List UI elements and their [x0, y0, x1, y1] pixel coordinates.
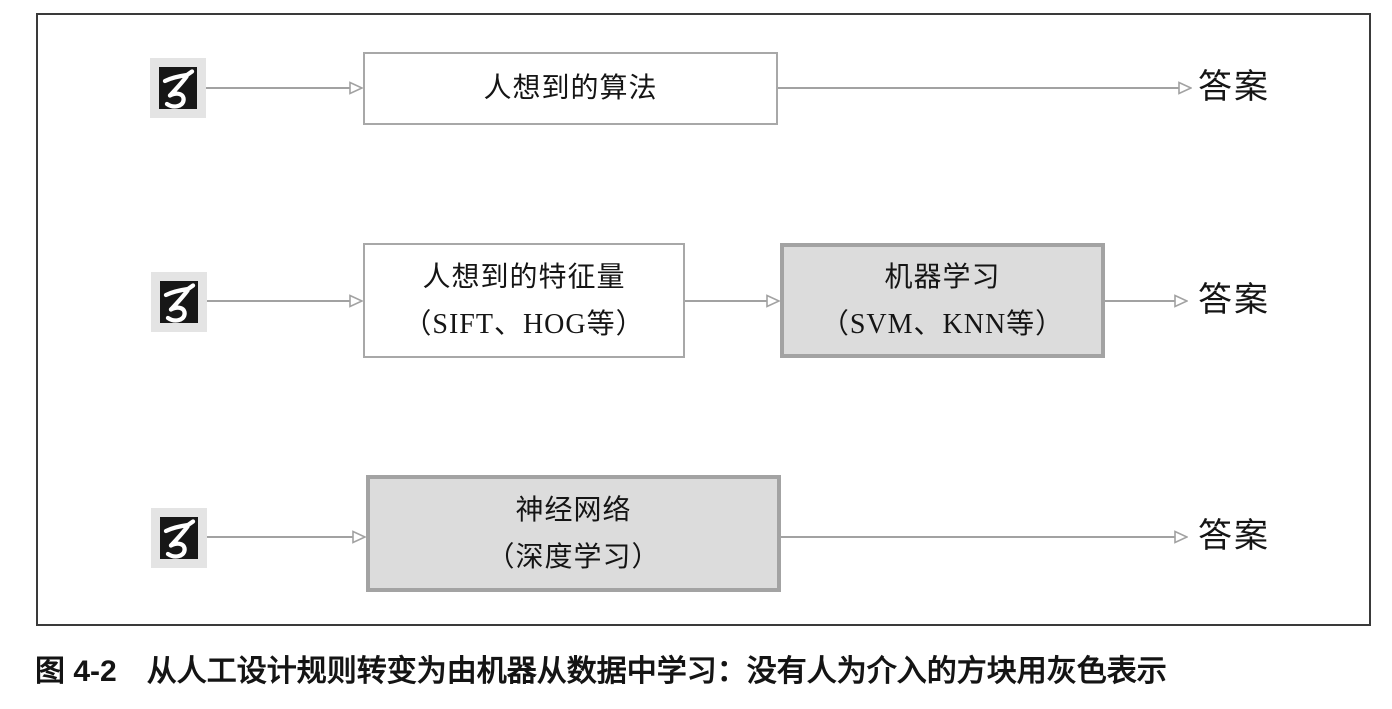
- node-sublabel: （SIFT、HOG等）: [403, 308, 645, 340]
- node-label: 机器学习: [884, 261, 1001, 293]
- handwritten-5-icon: [163, 283, 196, 323]
- answer-label: 答案: [1198, 282, 1270, 319]
- node-label: 人想到的算法: [483, 73, 658, 104]
- digit-image-background: [160, 281, 198, 323]
- flow-arrow: [207, 530, 366, 544]
- digit-image-background: [160, 517, 198, 559]
- figure-number: 图 4-2: [35, 655, 117, 688]
- node-machine-learning: 机器学习 （SVM、KNN等）: [780, 243, 1105, 358]
- node-neural-network: 神经网络 （深度学习）: [366, 475, 781, 592]
- node-label: 人想到的特征量: [422, 261, 626, 293]
- mnist-digit-tile: [150, 58, 206, 118]
- mnist-digit-tile: [151, 508, 207, 568]
- digit-image-background: [159, 67, 197, 109]
- flow-arrow: [206, 81, 363, 95]
- handwritten-5-icon: [162, 69, 195, 109]
- flow-arrow: [781, 530, 1188, 544]
- flow-arrow: [207, 294, 363, 308]
- node-label: 神经网络: [515, 494, 632, 526]
- figure-caption-text: 从人工设计规则转变为由机器从数据中学习：没有人为介入的方块用灰色表示: [146, 655, 1167, 688]
- node-sublabel: （SVM、KNN等）: [820, 308, 1065, 340]
- answer-label: 答案: [1198, 518, 1270, 555]
- node-human-algorithm: 人想到的算法: [363, 52, 778, 125]
- figure-caption: 图 4-2 从人工设计规则转变为由机器从数据中学习：没有人为介入的方块用灰色表示: [35, 650, 1365, 694]
- mnist-digit-tile: [151, 272, 207, 332]
- handwritten-5-icon: [163, 519, 196, 559]
- node-sublabel: （深度学习）: [486, 541, 661, 573]
- answer-label: 答案: [1198, 69, 1270, 106]
- flow-arrow: [778, 81, 1192, 95]
- flow-arrow: [1105, 294, 1188, 308]
- node-human-features: 人想到的特征量 （SIFT、HOG等）: [363, 243, 685, 358]
- flow-arrow: [685, 294, 780, 308]
